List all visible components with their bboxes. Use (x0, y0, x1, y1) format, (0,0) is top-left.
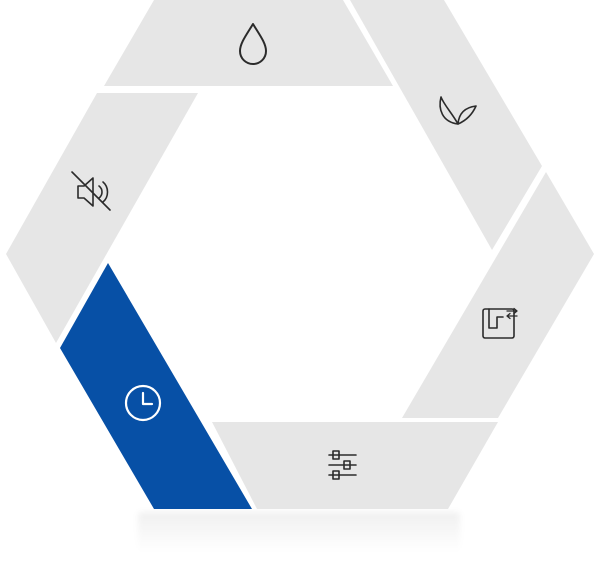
segment-pipe[interactable] (402, 172, 594, 418)
sliders-icon (328, 450, 357, 480)
segment-settings[interactable] (212, 422, 498, 509)
dial-shadow (138, 512, 460, 552)
segment-pipe-shape (402, 172, 594, 418)
segment-water-shape (104, 0, 393, 86)
speaker-mute-icon (71, 171, 111, 211)
segment-water[interactable] (104, 0, 393, 86)
leaves-icon (439, 96, 477, 125)
water-drop-icon (239, 23, 267, 65)
segment-mute[interactable] (6, 93, 198, 343)
segment-eco-shape (350, 0, 542, 250)
segment-timer[interactable] (60, 263, 252, 509)
segment-mute-shape (6, 93, 198, 343)
clock-icon (124, 384, 162, 422)
segment-eco[interactable] (350, 0, 542, 250)
pipe-flow-icon (482, 307, 518, 339)
segment-timer-shape (60, 263, 252, 509)
